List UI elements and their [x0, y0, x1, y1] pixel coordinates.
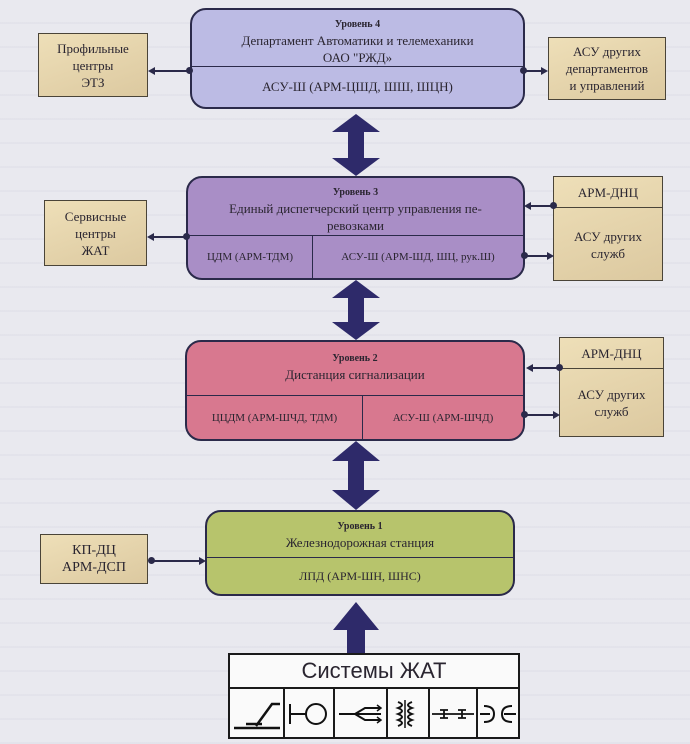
profile-centers-line2: центры: [72, 57, 114, 73]
arm-dnc-level3-bottom-line1: АСУ других: [574, 228, 642, 244]
level-2-cell-asu: АСУ-Ш (АРМ-ШЧД): [362, 396, 523, 439]
connector-l4-profile: [152, 70, 190, 72]
level-4-cell-asu: АСУ-Ш (АРМ-ЦШД, ШШ, ШЦН): [262, 79, 453, 94]
double-arrow-l4-l3: [332, 114, 380, 176]
arm-dnc-level3-bottom-line2: служб: [590, 245, 625, 261]
level-2-label: Уровень 2: [332, 353, 378, 364]
arm-dnc-level2-bottom-line2: служб: [594, 404, 629, 419]
connector-l3-services: [525, 255, 551, 257]
double-arrow-l3-l2: [332, 280, 380, 340]
arrowhead-l1-in: [199, 557, 206, 565]
connector-l4-departments: [525, 70, 545, 72]
connector-l2-services: [525, 414, 555, 416]
arrowhead-departments: [541, 67, 548, 75]
arm-dnc-level2-bottom-line1: АСУ других: [577, 387, 646, 402]
level-3-title-line2: ревозками: [326, 218, 385, 233]
track-branch-icon: [332, 689, 386, 739]
arrowhead-services: [547, 252, 554, 260]
level-1-title-line1: Железнодорожная станция: [285, 535, 435, 550]
level-4-title-line1: Департамент Автоматики и телемеханики: [241, 33, 474, 48]
track-switch-icon: [230, 689, 283, 739]
asu-departments-line3: и управлений: [569, 78, 645, 93]
level-4-title-line2: ОАО "РЖД»: [322, 50, 393, 65]
connector-dot: [520, 67, 527, 74]
connector-dnc-l2: [529, 367, 561, 369]
service-centers-box[interactable]: Сервисные центры ЖАТ: [44, 200, 147, 266]
asu-departments-line2: департаментов: [565, 61, 649, 76]
connector-dot: [521, 411, 528, 418]
level-3-title-line1: Единый диспетчерский центр управления пе…: [229, 201, 482, 216]
connector-dot: [148, 557, 155, 564]
level-3-label: Уровень 3: [332, 187, 379, 198]
level-1-box[interactable]: Уровень 1 Железнодорожная станция ЛПД (А…: [205, 510, 515, 596]
connector-dot: [186, 67, 193, 74]
level-1-label: Уровень 1: [337, 521, 383, 532]
up-arrow-zhat-l1: [333, 602, 379, 653]
kp-dc-line1: КП-ДЦ: [72, 543, 116, 558]
kp-dc-box[interactable]: КП-ДЦ АРМ-ДСП: [40, 534, 148, 584]
zhat-systems-box[interactable]: Системы ЖАТ: [228, 653, 520, 739]
level-4-box[interactable]: Уровень 4 Департамент Автоматики и телем…: [190, 8, 525, 109]
profile-centers-line3: ЭТЗ: [81, 74, 105, 90]
connector-dot: [183, 233, 190, 240]
kp-dc-line2: АРМ-ДСП: [61, 560, 126, 575]
transformer-icon: [386, 689, 428, 739]
arm-dnc-level2-box[interactable]: АРМ-ДНЦ АСУ других служб: [559, 337, 664, 437]
level-4-label: Уровень 4: [334, 19, 381, 30]
connector-l3-service: [151, 236, 186, 238]
service-centers-line1: Сервисные: [64, 208, 127, 224]
connector-dot: [550, 202, 557, 209]
connector-dnc-l3: [527, 205, 555, 207]
asu-departments-line1: АСУ других: [573, 44, 641, 59]
level-1-cell-lpd: ЛПД (АРМ-ШН, ШНС): [299, 568, 421, 583]
coupling-icon: [476, 689, 518, 739]
connector-kpdc-l1: [152, 560, 202, 562]
service-centers-line2: центры: [75, 225, 116, 241]
arm-dnc-level3-top: АРМ-ДНЦ: [554, 177, 662, 208]
service-centers-line3: ЖАТ: [81, 242, 110, 258]
arm-dnc-level2-top: АРМ-ДНЦ: [560, 338, 663, 369]
arrowhead-profile: [148, 67, 155, 75]
profile-centers-line1: Профильные: [57, 40, 129, 56]
level-2-cell-ccdm: ЦЦДМ (АРМ-ШЧД, ТДМ): [211, 411, 338, 424]
arm-dnc-level3-box[interactable]: АРМ-ДНЦ АСУ других служб: [553, 176, 663, 281]
arrowhead-l2-in: [526, 364, 533, 372]
double-arrow-l2-l1: [332, 441, 380, 510]
insulated-joint-icon: [428, 689, 476, 739]
signal-icon: [283, 689, 333, 739]
level-2-title-line1: Дистанция сигнализации: [285, 367, 425, 382]
level-3-cell-asu: АСУ-Ш (АРМ-ШД, ШЦ, рук.Ш): [312, 236, 523, 278]
asu-departments-box[interactable]: АСУ других департаментов и управлений: [548, 37, 666, 100]
profile-centers-box[interactable]: Профильные центры ЭТЗ: [38, 33, 148, 97]
arrowhead-service: [147, 233, 154, 241]
arrowhead-l3-in: [524, 202, 531, 210]
zhat-title: Системы ЖАТ: [230, 655, 518, 689]
connector-dot: [556, 364, 563, 371]
connector-dot: [521, 252, 528, 259]
arrowhead-services-l2: [553, 411, 560, 419]
level-2-box[interactable]: Уровень 2 Дистанция сигнализации ЦЦДМ (А…: [185, 340, 525, 441]
level-3-box[interactable]: Уровень 3 Единый диспетчерский центр упр…: [186, 176, 525, 280]
level-3-cell-cdm: ЦДМ (АРМ-ТДМ): [206, 251, 294, 263]
